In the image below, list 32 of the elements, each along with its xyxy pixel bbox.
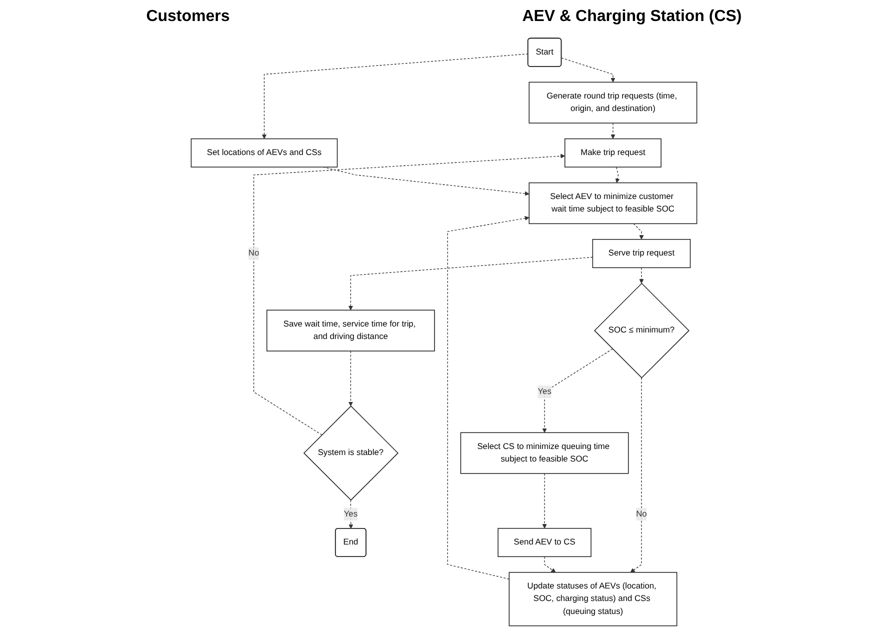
arrow: [633, 223, 644, 240]
arrow: [253, 154, 566, 436]
arrow: [561, 58, 616, 82]
node-box: Update statuses of AEVs (location, SOC, charging status) and CSs (queuing status): [508, 572, 678, 626]
node-box: Generate round trip requests (time, origin, and destination): [528, 82, 698, 124]
arrow: [447, 216, 530, 580]
edge-label: No: [636, 509, 647, 518]
arrow: [630, 377, 642, 573]
node-box: Set locations of AEVs and CSs: [190, 138, 338, 168]
node-box: Save wait time, service time for trip, and driving distance: [266, 310, 435, 352]
node-box: Serve trip request: [592, 239, 691, 268]
node-box: Send AEV to CS: [498, 528, 592, 558]
arrow: [610, 122, 616, 139]
arrow: [348, 500, 354, 529]
node-box: Select AEV to minimize customer wait time subject to feasible SOC: [528, 182, 698, 224]
arrow: [348, 350, 353, 406]
node-diamond: System is stable?: [303, 406, 398, 501]
node-diamond: SOC ≤ minimum?: [594, 282, 690, 378]
arrow: [639, 267, 644, 284]
node-box: Make trip request: [564, 138, 662, 168]
edge-label: No: [248, 248, 260, 258]
edge-label: Yes: [344, 509, 358, 518]
arrow: [542, 473, 547, 529]
edge-label: Yes: [538, 387, 552, 396]
column-heading: AEV & Charging Station (CS): [522, 8, 742, 26]
arrow: [615, 166, 620, 183]
arrow: [348, 256, 594, 310]
arrow: [262, 54, 528, 139]
node-box: Select CS to minimize queuing time subject to feasible SOC: [460, 432, 629, 474]
column-heading: Customers: [146, 8, 230, 26]
arrow: [544, 556, 556, 573]
arrow: [542, 348, 613, 433]
